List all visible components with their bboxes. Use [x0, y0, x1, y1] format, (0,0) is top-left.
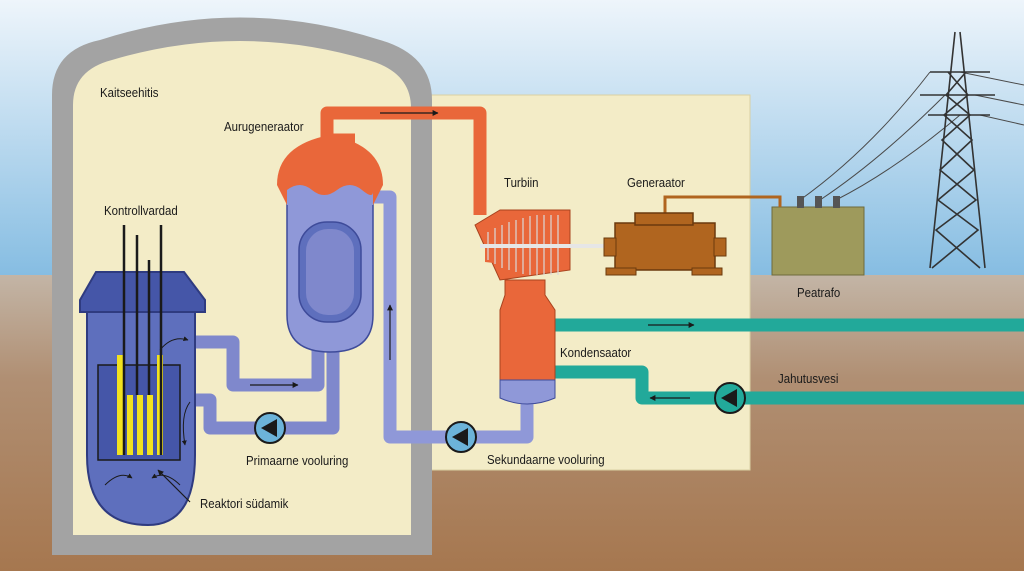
- label-transformer: Peatrafo: [797, 285, 841, 300]
- turbine-hall: [399, 94, 751, 471]
- generator-cable: [663, 195, 782, 213]
- generator-icon: [603, 212, 727, 276]
- steam-generator-icon: [277, 135, 383, 353]
- control-rods: [122, 225, 163, 455]
- turbine-icon: [474, 209, 610, 386]
- flow-arrows: [157, 110, 695, 503]
- label-control-rods: Kontrollvardad: [104, 203, 178, 218]
- label-containment: Kaitseehitis: [100, 85, 159, 100]
- secondary-pump-icon: [445, 421, 477, 453]
- label-secondary-loop: Sekundaarne vooluring: [487, 452, 605, 467]
- reactor-vessel-icon: [79, 225, 206, 527]
- primary-loop-pipes: [188, 335, 340, 435]
- power-pylon-icon: [920, 31, 995, 269]
- label-condenser: Kondensaator: [560, 345, 632, 360]
- condenser-icon: [499, 379, 556, 405]
- label-steam-generator: Aurugeneraator: [224, 119, 304, 134]
- primary-pump-icon: [254, 412, 286, 444]
- label-reactor-core: Reaktori südamik: [200, 496, 289, 511]
- cooling-pump-icon: [714, 382, 746, 414]
- label-primary-loop: Primaarne vooluring: [246, 453, 349, 468]
- label-cooling-water: Jahutusvesi: [778, 371, 839, 386]
- label-generator: Generaator: [627, 175, 685, 190]
- transformer-icon: [771, 196, 865, 276]
- label-turbine: Turbiin: [504, 175, 539, 190]
